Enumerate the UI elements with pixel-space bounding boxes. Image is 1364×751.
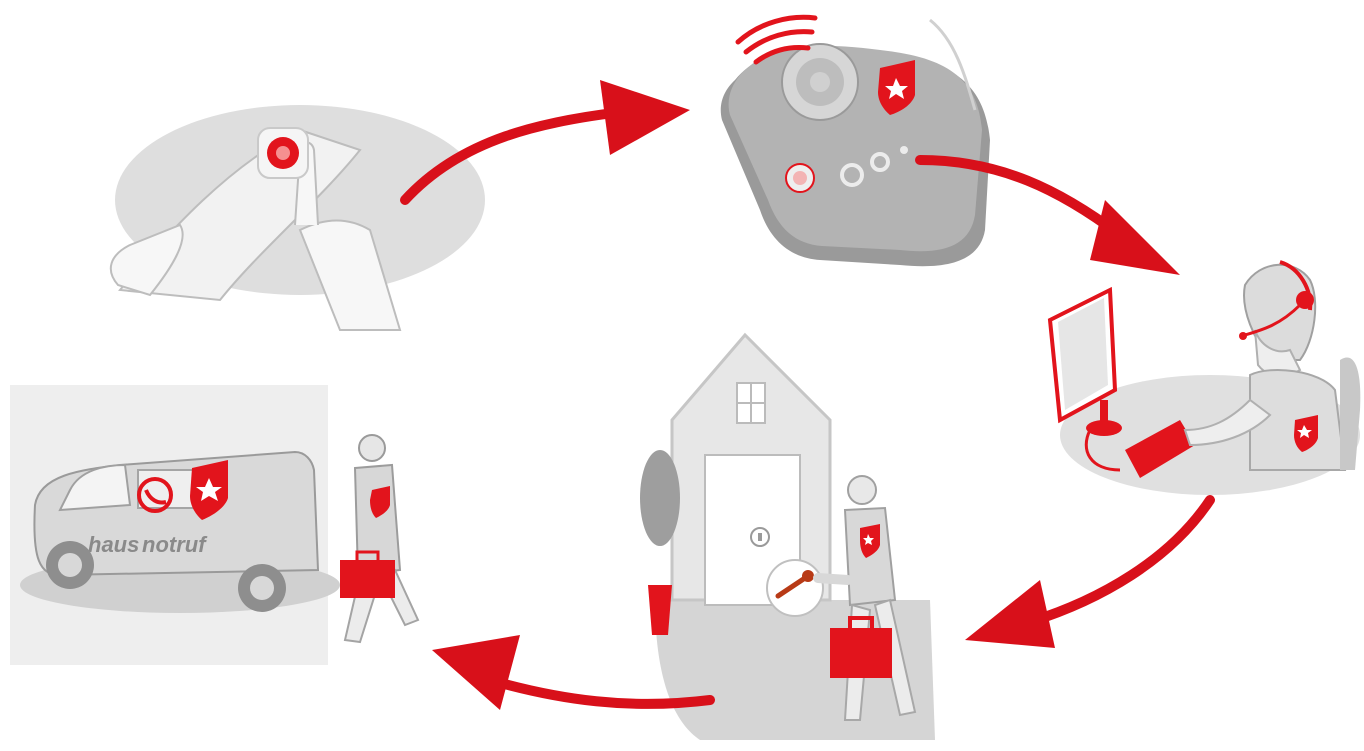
arrow-1-head <box>600 80 690 155</box>
scene-press-button <box>111 105 485 330</box>
scene-call-center <box>1050 262 1360 495</box>
van-label-notruf: notruf <box>142 532 208 557</box>
paramedic-walking-icon <box>340 435 418 642</box>
arrow-3-head <box>965 580 1055 648</box>
emergency-base-station-icon <box>721 44 990 266</box>
arrow-2-head <box>1090 200 1180 275</box>
arrow-3 <box>1030 500 1210 622</box>
arrow-4-head <box>432 635 520 710</box>
scene-house-visit <box>640 335 935 740</box>
wrist-alarm-button-icon <box>258 128 308 178</box>
scene-service-van: haus notruf <box>10 385 418 665</box>
van-label-haus: haus <box>88 532 139 557</box>
scene-base-station <box>721 17 990 266</box>
